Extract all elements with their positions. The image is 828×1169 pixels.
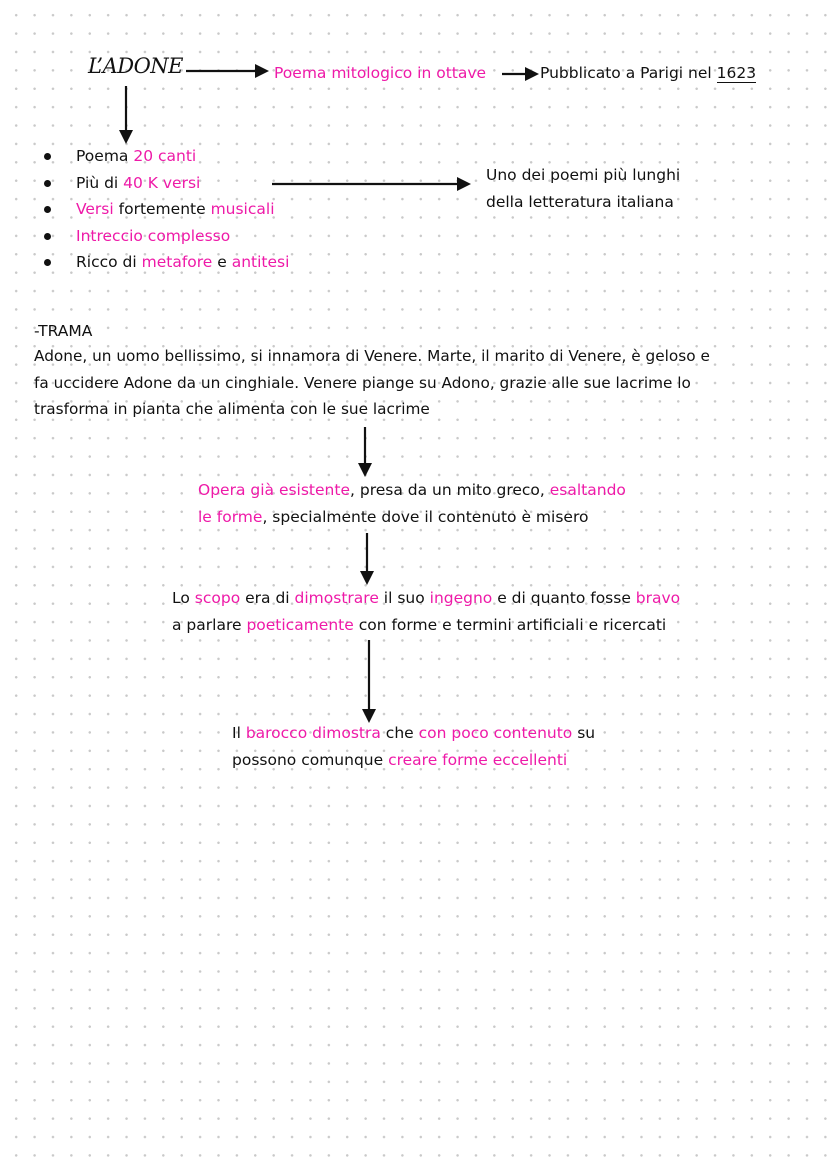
block-line: possono comunque creare forme eccellenti (232, 747, 595, 774)
bullet-icon (44, 206, 51, 213)
feature-text: Ricco di (76, 253, 142, 271)
bullet-icon (44, 259, 51, 266)
bullet-icon (44, 232, 51, 240)
highlight: con poco contenuto (418, 724, 573, 742)
feature-highlight: musicali (210, 200, 275, 218)
subtitle: Poema mitologico in ottave (274, 64, 487, 82)
highlight: esaltando (549, 481, 626, 499)
text: , specialmente dove il contenuto è miser… (262, 507, 589, 526)
highlight: poeticamente (246, 615, 354, 634)
list-item: Ricco di metafore e antitesi (40, 249, 289, 276)
block-line: Lo scopo era di dimostrare il suo ingegn… (172, 585, 680, 612)
feature-highlight: 40 K versi (123, 173, 201, 192)
trama-heading: -TRAMA (34, 322, 93, 340)
block-scopo: Lo scopo era di dimostrare il suo ingegn… (172, 585, 680, 638)
text: che (380, 724, 419, 742)
feature-highlight: 20 canti (133, 147, 197, 165)
trama-line: fa uccidere Adone da un cinghiale. Vener… (34, 373, 691, 392)
list-item: Intreccio complesso (40, 223, 289, 250)
text: Il (232, 724, 246, 742)
block-line: Opera già esistente, presa da un mito gr… (198, 477, 626, 504)
text: era di (240, 589, 295, 607)
highlight: barocco dimostra (245, 724, 381, 742)
feature-highlight: Versi (76, 200, 114, 218)
highlight: scopo (194, 589, 241, 607)
feature-highlight: Intreccio complesso (76, 226, 231, 245)
bullet-icon (44, 179, 51, 187)
text: Lo (172, 589, 195, 607)
feature-text: Poema (76, 147, 134, 165)
text: con forme e termini artificiali e ricerc… (353, 615, 667, 634)
text: e di quanto fosse (492, 589, 636, 607)
highlight: dimostrare (294, 589, 379, 607)
trama-line: trasforma in pianta che alimenta con le … (34, 400, 430, 418)
list-item: Poema 20 canti (40, 143, 289, 170)
side-note: Uno dei poemi più lunghi della letteratu… (486, 162, 680, 215)
text: su (572, 724, 596, 742)
side-note-line: della letteratura italiana (486, 192, 674, 211)
block-opera: Opera già esistente, presa da un mito gr… (198, 477, 626, 530)
bullet-icon (44, 153, 51, 160)
feature-highlight: antitesi (231, 253, 290, 271)
text: il suo (378, 589, 430, 607)
text: , presa da un mito greco, (350, 481, 550, 499)
feature-text: fortemente (113, 200, 211, 218)
text: a parlare (172, 615, 247, 634)
list-item: Versi fortemente musicali (40, 196, 289, 223)
block-line: a parlare poeticamente con forme e termi… (172, 612, 680, 639)
block-line: le forme, specialmente dove il contenuto… (198, 504, 626, 531)
text: possono comunque (232, 750, 389, 769)
block-line: Il barocco dimostra che con poco contenu… (232, 720, 595, 747)
feature-text: Più di (76, 173, 124, 192)
trama-paragraph: Adone, un uomo bellissimo, si innamora d… (34, 343, 710, 423)
highlight: ingegno (429, 589, 493, 607)
trama-line: Adone, un uomo bellissimo, si innamora d… (34, 347, 710, 365)
block-barocco: Il barocco dimostra che con poco contenu… (232, 720, 595, 773)
list-item: Più di 40 K versi (40, 170, 289, 197)
feature-text: e (212, 253, 232, 271)
published-year: 1623 (716, 64, 757, 83)
published-info: Pubblicato a Parigi nel 1623 (540, 64, 757, 83)
page-title: L’ADONE (88, 54, 184, 78)
side-note-line: Uno dei poemi più lunghi (486, 166, 681, 184)
published-prefix: Pubblicato a Parigi nel (540, 64, 717, 82)
highlight: bravo (635, 589, 681, 607)
highlight: Opera già esistente (198, 481, 350, 499)
highlight: creare forme eccellenti (388, 750, 568, 769)
highlight: le forme (198, 507, 263, 526)
feature-highlight: metafore (141, 253, 213, 271)
features-list: Poema 20 canti Più di 40 K versi Versi f… (40, 143, 289, 276)
